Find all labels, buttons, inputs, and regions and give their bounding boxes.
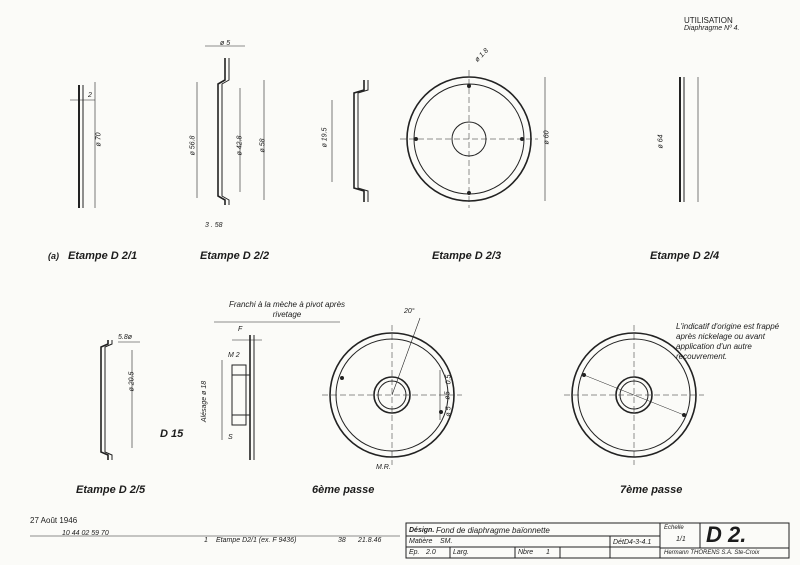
tb-qty-label: Nbre [518, 549, 534, 556]
d25-diameter: ø 20.5 [128, 371, 136, 392]
pass6-mr: M.R. [376, 464, 391, 471]
d25-profile [100, 340, 140, 460]
title-block-lines [30, 522, 790, 559]
tb-company: Hermann THORENS S.A. Ste-Croix [664, 550, 760, 556]
tb-width-label: Larg. [453, 549, 469, 556]
label-d22: Etampe D 2/2 [200, 250, 270, 262]
d25-top: 5.8ø [118, 334, 133, 341]
usage-subtitle: Diaphragme Nº 4. [684, 25, 740, 32]
d23-profile [331, 80, 369, 202]
section-m2: M 2 [228, 352, 240, 359]
label-d24: Etampe D 2/4 [650, 250, 720, 262]
d24-profile [679, 77, 699, 202]
note-indicatif: L'indicatif d'origine est frappé après n… [676, 322, 780, 361]
tb-thickness-label: Ep. [409, 549, 420, 556]
d22-profile [196, 45, 265, 205]
pass6-dim-b: ø5 [444, 391, 452, 400]
section-view [214, 321, 340, 460]
d23-diameter: ø 60 [543, 130, 551, 145]
usage-title: UTILISATION [684, 16, 733, 25]
revision-date: 27 Août 1946 [30, 516, 78, 525]
tb-qty: 1 [546, 549, 550, 556]
d21-diameter: ø 70 [95, 132, 103, 147]
revision-rdate: 21.8.46 [358, 537, 382, 544]
tb-ref: D4-3-4.1 [624, 539, 652, 546]
tb-thickness: 2.0 [426, 549, 436, 556]
d22-top: ø 5 [220, 40, 231, 47]
tb-scale-label: Echelle [664, 525, 684, 531]
label-pass7: 7ème passe [620, 484, 683, 496]
tb-material-label: Matière [409, 538, 433, 545]
d23-left-dim: ø 19.5 [321, 127, 329, 148]
tb-drawing-number: D 2. [706, 522, 747, 547]
note-franchi: Franchi à la mèche à pivot après rivetag… [228, 300, 346, 319]
label-d23: Etampe D 2/3 [432, 250, 502, 262]
pass7-view [564, 325, 704, 465]
label-d21-mark: (a) [48, 251, 59, 261]
pass6-dim-a: 0.5 [445, 374, 453, 385]
d24-diameter: ø 64 [657, 134, 665, 149]
pass6-angle: 20° [404, 308, 415, 315]
revision-code: 38 [338, 537, 346, 544]
label-pass6: 6ème passe [312, 484, 375, 496]
revision-ref: 10 44 02 59 70 [62, 530, 109, 537]
d22-dim-b: ø 42.8 [236, 135, 244, 156]
section-s: S [228, 434, 233, 441]
section-bore: Alésage ø 18 [201, 380, 209, 423]
tb-scale: 1/1 [676, 536, 686, 543]
revision-number: 1 [204, 537, 208, 544]
pass6-dim-c: ø 5 [445, 406, 453, 417]
revision-description: Etampe D2/1 (ex. F 9436) [216, 537, 297, 544]
tb-designation: Fond de diaphragme baïonnette [436, 526, 550, 535]
tb-ref-label: Dét. [613, 539, 626, 546]
d21-thickness: 2 [88, 92, 92, 99]
d23-front-view [400, 70, 546, 208]
tb-material: SM. [440, 538, 453, 545]
section-f: F [238, 326, 243, 333]
pass6-view [322, 317, 462, 465]
d22-dim-a: ø 56.8 [189, 135, 197, 156]
d21-profile [70, 82, 96, 208]
label-d15: D 15 [160, 428, 184, 440]
d22-bottom: 3 . 58 [205, 222, 223, 229]
tb-designation-label: Désign. [409, 527, 435, 534]
d22-dim-c: ø 58 [259, 138, 267, 153]
label-d25: Etampe D 2/5 [76, 484, 146, 496]
label-d21: Etampe D 2/1 [68, 250, 138, 262]
